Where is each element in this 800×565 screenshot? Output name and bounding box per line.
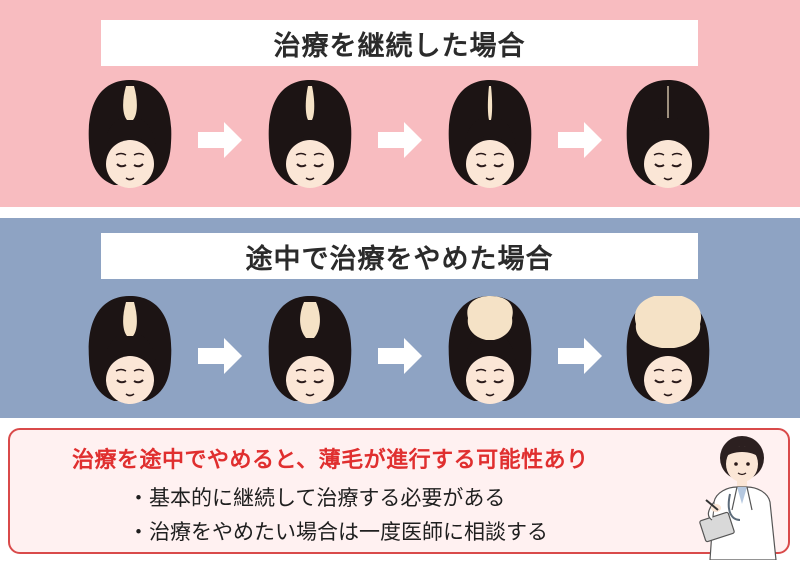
stopped-treatment-title: 途中で治療をやめた場合: [101, 233, 698, 279]
arrow-icon: [558, 338, 602, 374]
arrow-icon: [198, 122, 242, 158]
doctor-icon: [699, 436, 777, 560]
arrow-icon: [558, 122, 602, 158]
head-stage-1: [87, 80, 173, 189]
arrow-icon: [378, 338, 422, 374]
arrow-icon: [378, 122, 422, 158]
stopped-treatment-sequence: [0, 296, 800, 411]
stopped-treatment-panel: 途中で治療をやめた場合: [0, 218, 800, 418]
head-stage-2: [267, 296, 353, 405]
head-stage-3: [447, 80, 533, 189]
continued-treatment-panel: 治療を継続した場合: [0, 0, 800, 207]
note-item-consult: ・治療をやめたい場合は一度医師に相談する: [128, 520, 548, 544]
continued-treatment-illustration: [87, 80, 711, 189]
note-item-continue: ・基本的に継続して治療する必要がある: [128, 486, 506, 510]
head-stage-1: [87, 296, 173, 405]
continued-treatment-title: 治療を継続した場合: [101, 20, 698, 66]
head-stage-2: [267, 80, 353, 189]
head-stage-4: [625, 80, 711, 189]
stopped-treatment-illustration: [87, 296, 711, 405]
warning-headline: 治療を途中でやめると、薄毛が進行する可能性あり: [72, 448, 589, 473]
head-stage-4: [625, 296, 711, 405]
head-stage-3: [447, 296, 533, 405]
continued-treatment-sequence: [0, 80, 800, 195]
arrow-icon: [198, 338, 242, 374]
warning-note-box: 治療を途中でやめると、薄毛が進行する可能性あり ・基本的に継続して治療する必要が…: [8, 428, 790, 554]
